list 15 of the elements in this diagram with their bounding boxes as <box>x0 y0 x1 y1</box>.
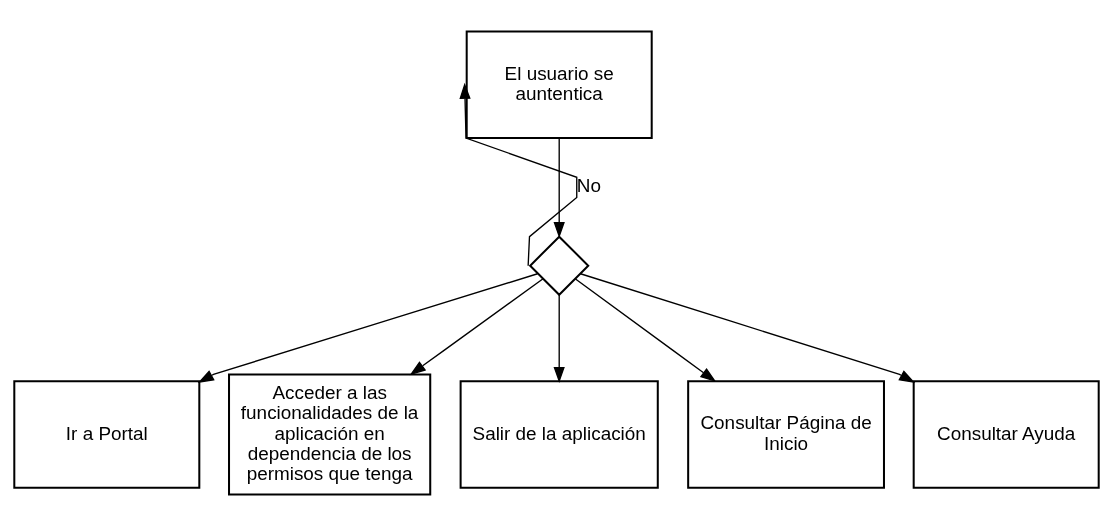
node-box: Consultar Ayuda <box>912 380 1100 489</box>
node-diamond <box>528 235 590 297</box>
arrow <box>459 82 578 267</box>
arrow <box>409 278 544 376</box>
node-box: Acceder a las funcionalidades de la aplicación en dependencia de los permisos que tenga <box>228 373 432 496</box>
node-box: Salir de la aplicación <box>459 380 659 489</box>
edge-label: No <box>576 175 601 197</box>
node-box: Consultar Página de Inicio <box>687 380 885 489</box>
arrow <box>579 273 916 384</box>
arrow <box>553 294 565 384</box>
node-box: El usuario se auntentica <box>465 30 653 140</box>
arrow <box>574 278 717 383</box>
arrow <box>553 137 565 239</box>
node-box: Ir a Portal <box>13 380 201 489</box>
arrow <box>197 273 539 384</box>
